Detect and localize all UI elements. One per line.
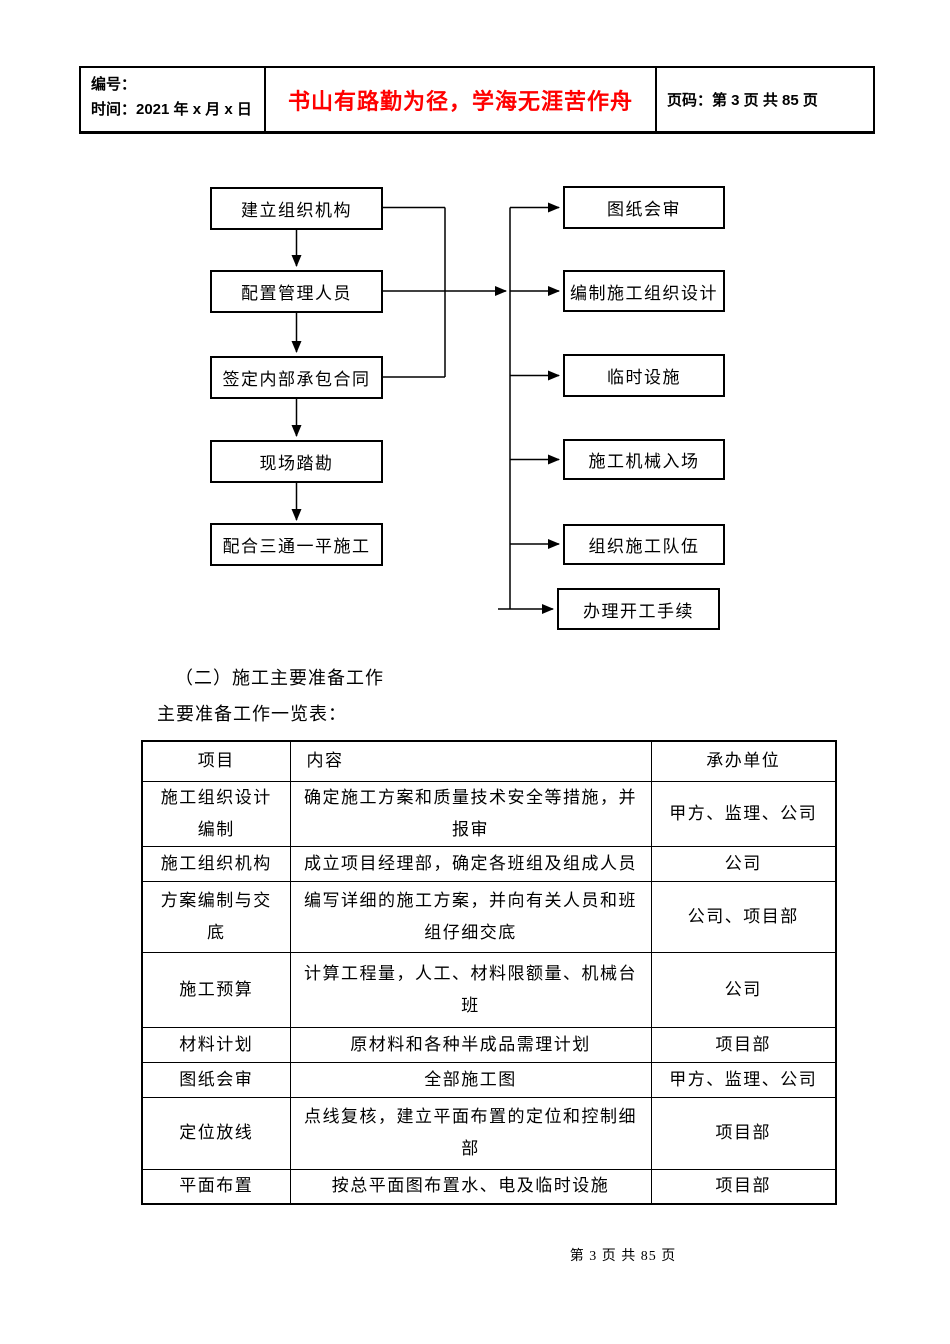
cell-item: 平面布置	[141, 1168, 291, 1205]
flow-box-internal-contract: 签定内部承包合同	[210, 356, 383, 399]
flow-box-label: 编制施工组织设计	[570, 283, 718, 303]
flow-box-drawing-review: 图纸会审	[563, 186, 725, 229]
cell-unit: 公司	[650, 845, 837, 882]
cell-item: 施工组织设计 编制	[141, 780, 291, 847]
table-row: 施工组织机构 成立项目经理部，确定各班组及组成人员 公司	[141, 845, 837, 882]
flow-box-label: 建立组织机构	[241, 201, 352, 220]
flow-box-label: 签定内部承包合同	[222, 370, 371, 389]
col-header-content: 内容	[289, 740, 652, 782]
flow-box-organize-crews: 组织施工队伍	[563, 524, 725, 565]
cell-unit: 公司、项目部	[650, 880, 837, 953]
cell-content: 原材料和各种半成品需理计划	[289, 1026, 652, 1063]
header-page-info-text: 页码：第 3 页 共 85 页	[667, 92, 818, 109]
cell-item: 施工组织机构	[141, 845, 291, 882]
cell-content: 全部施工图	[289, 1061, 652, 1098]
cell-item: 施工预算	[141, 951, 291, 1028]
flow-box-three-supplies-leveling: 配合三通一平施工	[210, 523, 383, 566]
flow-box-label: 组织施工队伍	[588, 537, 700, 556]
section-heading: （二）施工主要准备工作	[175, 668, 384, 688]
flow-box-label: 现场踏勘	[259, 454, 334, 473]
cell-content: 成立项目经理部，确定各班组及组成人员	[289, 845, 652, 882]
cell-item: 材料计划	[141, 1026, 291, 1063]
flow-box-temporary-facilities: 临时设施	[563, 354, 725, 397]
flow-box-assign-managers: 配置管理人员	[210, 270, 383, 313]
cell-item: 图纸会审	[141, 1061, 291, 1098]
cell-item: 方案编制与交 底	[141, 880, 291, 953]
flow-box-label: 配合三通一平施工	[222, 537, 371, 556]
cell-content: 编写详细的施工方案，并向有关人员和班 组仔细交底	[289, 880, 652, 953]
table-row: 材料计划 原材料和各种半成品需理计划 项目部	[141, 1026, 837, 1063]
table-row: 施工组织设计 编制 确定施工方案和质量技术安全等措施，并 报审 甲方、监理、公司	[141, 780, 837, 847]
page-header-table: 编号： 时间：2021 年 x 月 x 日 书山有路勤为径，学海无涯苦作舟 页码…	[79, 66, 875, 134]
preparation-table: 项目 内容 承办单位 施工组织设计 编制 确定施工方案和质量技术安全等措施，并 …	[141, 740, 837, 1205]
cell-content: 计算工程量，人工、材料限额量、机械台 班	[289, 951, 652, 1028]
section-subheading: 主要准备工作一览表：	[157, 704, 347, 724]
table-row: 图纸会审 全部施工图 甲方、监理、公司	[141, 1061, 837, 1098]
header-number-date-cell: 编号： 时间：2021 年 x 月 x 日	[81, 68, 266, 131]
header-number-label: 编号：	[91, 76, 137, 93]
header-date-line: 时间：2021 年 x 月 x 日	[91, 101, 252, 118]
cell-content: 按总平面图布置水、电及临时设施	[289, 1168, 652, 1205]
cell-unit: 项目部	[650, 1096, 837, 1170]
flow-box-label: 办理开工手续	[583, 601, 694, 621]
table-row: 定位放线 点线复核，建立平面布置的定位和控制细 部 项目部	[141, 1096, 837, 1170]
flow-box-label: 临时设施	[607, 368, 681, 387]
header-motto-cell: 书山有路勤为径，学海无涯苦作舟	[266, 68, 657, 131]
footer-page-number: 第 3 页 共 85 页	[569, 1249, 677, 1264]
cell-unit: 甲方、监理、公司	[650, 780, 837, 847]
cell-content: 确定施工方案和质量技术安全等措施，并 报审	[289, 780, 652, 847]
flow-box-label: 施工机械入场	[588, 452, 700, 471]
cell-unit: 项目部	[650, 1026, 837, 1063]
table-row: 平面布置 按总平面图布置水、电及临时设施 项目部	[141, 1168, 837, 1205]
table-row: 方案编制与交 底 编写详细的施工方案，并向有关人员和班 组仔细交底 公司、项目部	[141, 880, 837, 953]
flow-box-start-formalities: 办理开工手续	[557, 588, 720, 630]
cell-unit: 项目部	[650, 1168, 837, 1205]
flow-box-machinery-entry: 施工机械入场	[563, 439, 725, 480]
flow-box-label: 配置管理人员	[241, 284, 352, 303]
cell-unit: 甲方、监理、公司	[650, 1061, 837, 1098]
table-header-row: 项目 内容 承办单位	[141, 740, 837, 782]
cell-content: 点线复核，建立平面布置的定位和控制细 部	[289, 1096, 652, 1170]
flow-box-label: 图纸会审	[607, 200, 681, 219]
col-header-unit: 承办单位	[650, 740, 837, 782]
flow-box-construction-org-design: 编制施工组织设计	[563, 270, 725, 312]
col-header-item: 项目	[141, 740, 291, 782]
flow-box-site-survey: 现场踏勘	[210, 440, 383, 483]
cell-unit: 公司	[650, 951, 837, 1028]
cell-item: 定位放线	[141, 1096, 291, 1170]
table-row: 施工预算 计算工程量，人工、材料限额量、机械台 班 公司	[141, 951, 837, 1028]
header-page-info-cell: 页码：第 3 页 共 85 页	[657, 68, 873, 131]
header-motto-text: 书山有路勤为径，学海无涯苦作舟	[287, 88, 633, 114]
flowchart-connectors	[291, 202, 560, 614]
flow-box-establish-organization: 建立组织机构	[210, 187, 383, 230]
